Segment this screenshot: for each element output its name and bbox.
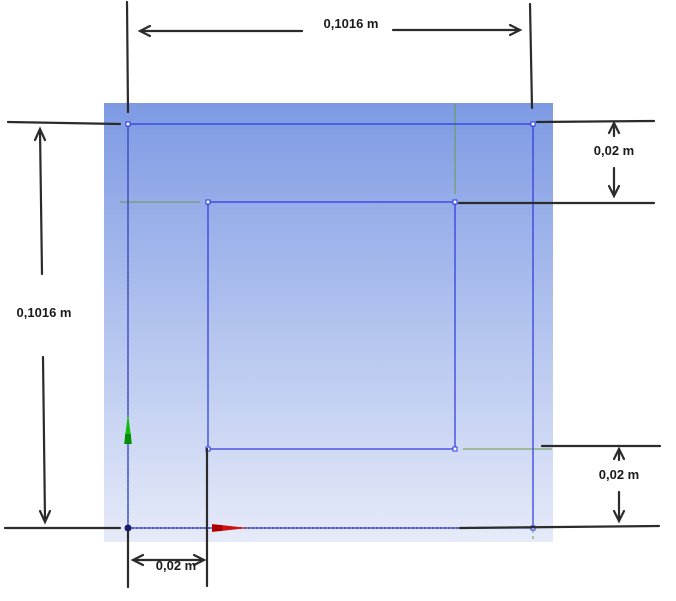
coordinate-triad [124,414,248,532]
arrow-left-bottom-icon [38,509,52,525]
dimension-label-top-offset: 0,02 m [594,143,634,158]
sketch-geometry[interactable] [127,123,534,529]
vertex-outer-top-right [530,121,536,127]
arrow-bottom-left-icon [130,553,145,567]
arrow-top-left-icon [137,24,152,38]
x-axis-arrow-base [212,525,222,531]
arrow-top-right-icon [508,23,523,37]
arrow-right-top-down-icon [607,184,621,199]
dimension-label-outer-height: 0,1016 m [17,305,72,320]
ext-line-left-top [6,120,122,126]
ext-line-top-left [125,0,130,114]
ext-line-right-bottom-b [458,524,661,530]
dimension-lines [3,0,662,589]
ext-line-right-top-a [535,119,656,124]
arrow-right-bottom-up-icon [612,446,626,461]
arrow-right-bottom-down-icon [612,509,626,524]
graphics-viewport[interactable] [104,103,553,542]
dim-line-left-top-segment [38,128,44,276]
arrow-bottom-right-icon [192,553,207,567]
construction-lines [120,104,552,542]
outer-square[interactable] [127,123,534,529]
vertex-inner-top-left [205,199,211,205]
vertex-outer-top-left [125,121,131,127]
arrow-left-top-icon [33,126,47,142]
origin-icon [124,524,132,532]
ext-line-top-right [528,2,534,110]
dimension-label-left-offset: 0,02 m [156,558,196,573]
y-axis-arrow-base [125,434,131,444]
dimension-label-outer-width: 0,1016 m [324,16,379,31]
inner-square[interactable] [207,201,456,450]
vertex-inner-bottom-right [452,446,458,452]
dimension-label-bottom-offset: 0,02 m [599,467,639,482]
arrow-right-top-up-icon [607,120,621,135]
vertex-inner-top-right [452,199,458,205]
dim-line-left-bottom-segment [41,355,47,522]
